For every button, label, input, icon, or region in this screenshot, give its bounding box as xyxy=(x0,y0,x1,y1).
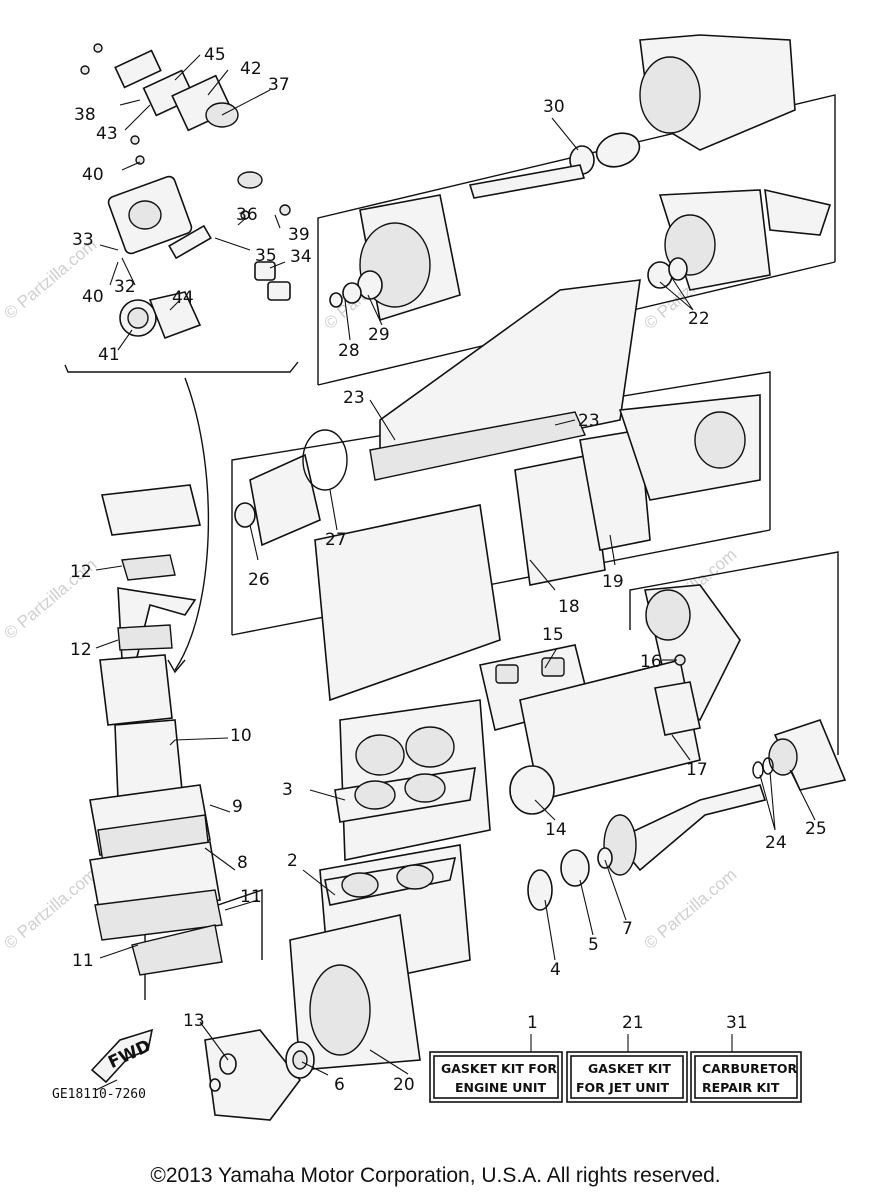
copyright-notice: ©2013 Yamaha Motor Corporation, U.S.A. A… xyxy=(150,1164,721,1187)
leader-lines xyxy=(95,54,816,1091)
callout-36: 36 xyxy=(236,205,258,225)
callout-29: 29 xyxy=(368,325,390,345)
callout-37: 37 xyxy=(268,75,290,95)
kit-jet-line2: FOR JET UNIT xyxy=(576,1080,669,1095)
kit-engine-line1: GASKET KIT FOR xyxy=(441,1061,557,1076)
kit-carb-line1: CARBURETOR xyxy=(702,1061,797,1076)
callout-22: 22 xyxy=(688,309,710,329)
callout-21: 21 xyxy=(622,1013,644,1033)
callout-25: 25 xyxy=(805,819,827,839)
engine-block-group xyxy=(289,699,491,1071)
callout-27: 27 xyxy=(325,530,347,550)
callout-5: 5 xyxy=(588,935,599,955)
kit-carb-line2: REPAIR KIT xyxy=(702,1080,780,1095)
callout-16: 16 xyxy=(640,652,662,672)
callout-31: 31 xyxy=(726,1013,748,1033)
callout-43: 43 xyxy=(96,124,118,144)
kit-jet-line1: GASKET KIT xyxy=(588,1061,671,1076)
exhaust-group xyxy=(479,551,839,815)
watermark: © Partzilla.com xyxy=(0,865,100,953)
callout-8: 8 xyxy=(237,853,248,873)
callout-35: 35 xyxy=(255,246,277,266)
callout-30: 30 xyxy=(543,97,565,117)
callout-26: 26 xyxy=(248,570,270,590)
callout-10: 10 xyxy=(230,726,252,746)
pulley-cover-group xyxy=(204,1029,315,1121)
callouts: 1 2 3 4 5 6 7 8 9 10 11 11 12 12 13 14 1… xyxy=(70,45,827,1095)
reference-arrow xyxy=(174,377,210,671)
callout-1: 1 xyxy=(527,1013,538,1033)
callout-6: 6 xyxy=(334,1075,345,1095)
callout-7: 7 xyxy=(622,919,633,939)
callout-11b: 11 xyxy=(72,951,94,971)
callout-24: 24 xyxy=(765,833,787,853)
callout-12b: 12 xyxy=(70,640,92,660)
intake-manifold-group xyxy=(89,484,263,1000)
watermark: © Partzilla.com xyxy=(640,865,740,953)
callout-18: 18 xyxy=(558,597,580,617)
callout-12a: 12 xyxy=(70,562,92,582)
callout-17: 17 xyxy=(686,760,708,780)
callout-40b: 40 xyxy=(82,287,104,307)
jet-pump-group xyxy=(317,34,836,386)
intake-duct-group xyxy=(231,279,771,702)
callout-38: 38 xyxy=(74,105,96,125)
callout-13: 13 xyxy=(183,1011,205,1031)
callout-40a: 40 xyxy=(82,165,104,185)
callout-33: 33 xyxy=(72,230,94,250)
callout-2: 2 xyxy=(287,851,298,871)
kit-boxes: GASKET KIT FOR ENGINE UNIT GASKET KIT FO… xyxy=(429,1034,802,1103)
callout-34: 34 xyxy=(290,247,312,267)
callout-45: 45 xyxy=(204,45,226,65)
crankshaft-group xyxy=(527,719,847,911)
fwd-arrow: FWD xyxy=(90,1028,154,1084)
drawing-code: GE18110-7260 xyxy=(52,1087,146,1102)
callout-32: 32 xyxy=(114,277,136,297)
callout-23b: 23 xyxy=(578,411,600,431)
callout-9: 9 xyxy=(232,797,243,817)
callout-15: 15 xyxy=(542,625,564,645)
callout-28: 28 xyxy=(338,341,360,361)
kit-engine-line2: ENGINE UNIT xyxy=(455,1080,547,1095)
callout-14: 14 xyxy=(545,820,567,840)
callout-3: 3 xyxy=(282,780,293,800)
callout-11a: 11 xyxy=(240,887,262,907)
callout-19: 19 xyxy=(602,572,624,592)
callout-20: 20 xyxy=(393,1075,415,1095)
callout-41: 41 xyxy=(98,345,120,365)
callout-44: 44 xyxy=(172,288,194,308)
callout-42: 42 xyxy=(240,59,262,79)
callout-23a: 23 xyxy=(343,388,365,408)
callout-4: 4 xyxy=(550,960,561,980)
callout-39: 39 xyxy=(288,225,310,245)
carburetor-detail xyxy=(64,43,299,373)
